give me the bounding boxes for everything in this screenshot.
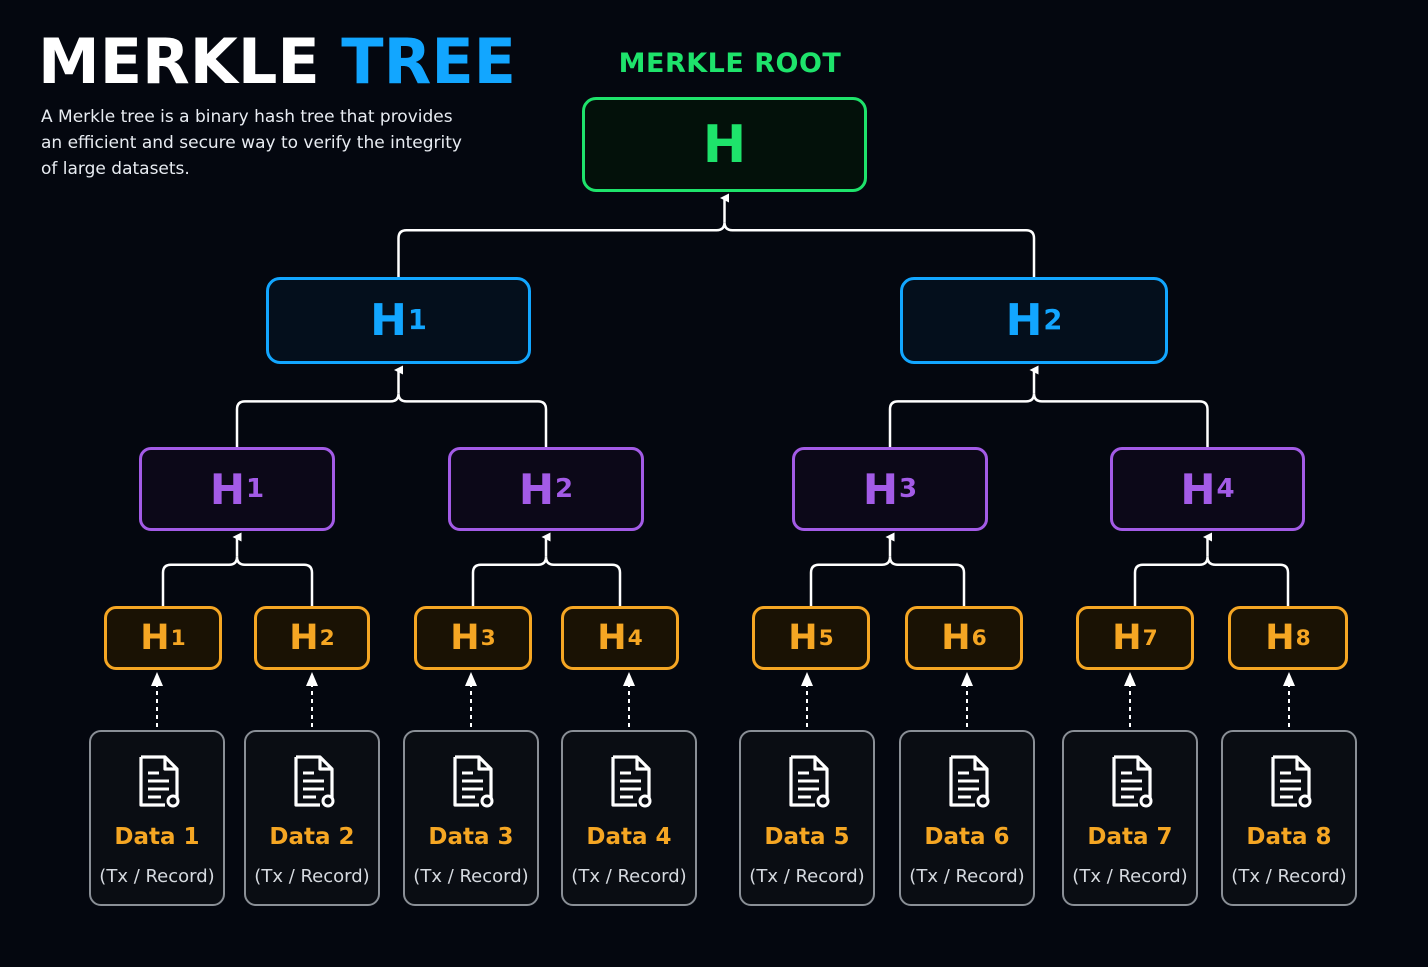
level2-hash-node-subscript: 4	[1216, 474, 1235, 504]
leaf-hash-node-subscript: 7	[1142, 625, 1158, 651]
branch-connector	[161, 556, 314, 606]
level1-hash-node-base: H	[1005, 295, 1043, 346]
merkle-root-label: MERKLE ROOT	[618, 48, 842, 79]
leaf-hash-node-base: H	[941, 618, 971, 658]
document-icon	[949, 755, 990, 808]
data-block: Data 2 (Tx / Record)	[244, 730, 380, 906]
data-block: Data 7 (Tx / Record)	[1062, 730, 1198, 906]
level2-hash-node-base: H	[209, 464, 246, 514]
data-block: Data 6 (Tx / Record)	[899, 730, 1035, 906]
level1-hash-node-subscript: 2	[1043, 305, 1063, 336]
data-block: Data 8 (Tx / Record)	[1221, 730, 1357, 906]
branch-connector	[1133, 556, 1290, 606]
level2-hash-node-subscript: 3	[899, 474, 918, 504]
merkle-root-node: H	[582, 97, 867, 192]
title-accent: TREE	[341, 25, 517, 98]
level2-hash-node-base: H	[862, 464, 899, 514]
root-hash-label: H	[702, 114, 747, 175]
branch-connector	[235, 393, 548, 447]
data-block: Data 4 (Tx / Record)	[561, 730, 697, 906]
leaf-hash-node-subscript: 5	[818, 625, 834, 651]
leaf-hash-node-base: H	[289, 618, 319, 658]
level2-hash-node-subscript: 1	[246, 474, 265, 504]
data-block-name: Data 7	[1087, 824, 1173, 850]
data-block: Data 5 (Tx / Record)	[739, 730, 875, 906]
page-title: MERKLE TREE	[38, 22, 516, 102]
leaf-hash-node-subscript: 3	[480, 625, 496, 651]
leaf-hash-node-subscript: 8	[1295, 625, 1311, 651]
leaf-hash-node-subscript: 6	[971, 625, 987, 651]
up-arrow-head	[151, 672, 163, 686]
data-block-subtitle: (Tx / Record)	[571, 866, 687, 887]
level1-hash-node-base: H	[370, 295, 407, 346]
data-block-subtitle: (Tx / Record)	[254, 866, 370, 887]
up-arrow-head	[306, 672, 318, 686]
document-icon	[1271, 755, 1312, 808]
data-block-name: Data 8	[1246, 824, 1332, 850]
data-block: Data 3 (Tx / Record)	[403, 730, 539, 906]
data-block-name: Data 2	[269, 824, 355, 850]
document-icon	[453, 755, 494, 808]
leaf-hash-node-base: H	[597, 618, 627, 658]
leaf-hash-node-base: H	[140, 618, 170, 658]
data-block: Data 1 (Tx / Record)	[89, 730, 225, 906]
data-block-name: Data 3	[428, 824, 514, 850]
branch-connector	[888, 393, 1209, 447]
level1-hash-node-subscript: 1	[407, 305, 427, 336]
document-icon	[1112, 755, 1153, 808]
leaf-hash-node-base: H	[1112, 618, 1142, 658]
up-arrow-head	[1124, 672, 1136, 686]
data-block-name: Data 1	[114, 824, 200, 850]
branch-connector	[471, 556, 622, 606]
leaf-hash-node-base: H	[788, 618, 818, 658]
data-block-subtitle: (Tx / Record)	[909, 866, 1025, 887]
up-arrow-head	[623, 672, 635, 686]
document-icon	[789, 755, 830, 808]
data-block-name: Data 4	[586, 824, 672, 850]
up-arrow-head	[801, 672, 813, 686]
leaf-hash-node-subscript: 4	[627, 625, 643, 651]
up-arrow-head	[961, 672, 973, 686]
level2-hash-node-base: H	[518, 464, 555, 514]
level2-hash-node-base: H	[1180, 464, 1216, 514]
branch-connector	[809, 556, 966, 606]
document-icon	[611, 755, 652, 808]
data-block-subtitle: (Tx / Record)	[1072, 866, 1188, 887]
data-block-subtitle: (Tx / Record)	[1231, 866, 1347, 887]
description: A Merkle tree is a binary hash tree that…	[41, 107, 462, 179]
leaf-hash-node-subscript: 1	[170, 625, 186, 651]
data-block-name: Data 6	[924, 824, 1010, 850]
data-block-subtitle: (Tx / Record)	[99, 866, 215, 887]
data-block-subtitle: (Tx / Record)	[413, 866, 529, 887]
title-main: MERKLE	[38, 25, 320, 98]
leaf-hash-node-base: H	[450, 618, 480, 658]
data-block-name: Data 5	[764, 824, 850, 850]
up-arrow-head	[1283, 672, 1295, 686]
level2-hash-node-subscript: 2	[555, 474, 574, 504]
leaf-hash-node-subscript: 2	[319, 625, 335, 651]
document-icon	[139, 755, 180, 808]
data-block-subtitle: (Tx / Record)	[749, 866, 865, 887]
up-arrow-head	[465, 672, 477, 686]
branch-connector	[397, 222, 1036, 277]
document-icon	[294, 755, 335, 808]
leaf-hash-node-base: H	[1265, 618, 1295, 658]
